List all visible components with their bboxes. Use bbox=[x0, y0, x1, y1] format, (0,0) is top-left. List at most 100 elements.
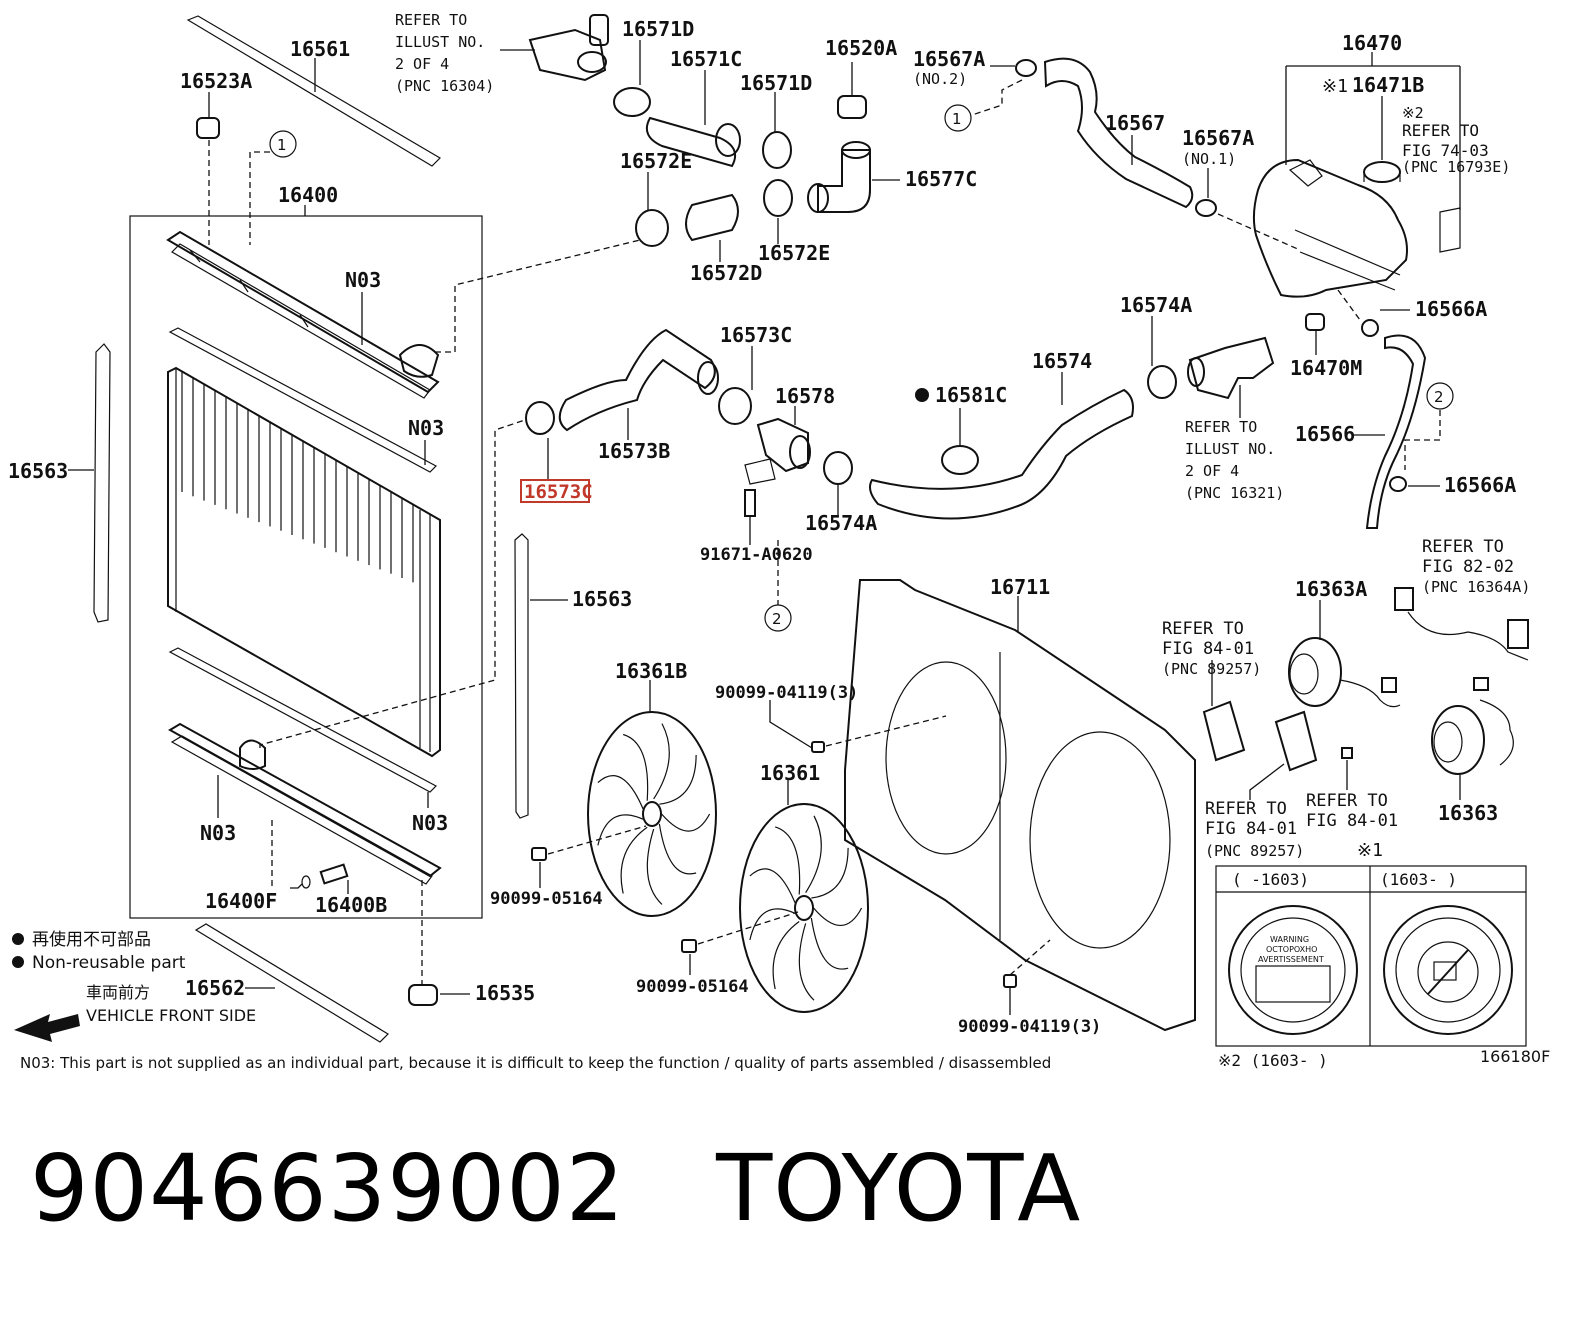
label-n03-br[interactable]: N03 bbox=[412, 811, 448, 835]
label-16572D[interactable]: 16572D bbox=[690, 261, 762, 285]
hose-16572D bbox=[685, 193, 739, 262]
radiator-assembly-box-16400 bbox=[129, 215, 483, 919]
screw-90099-04119-b bbox=[1003, 939, 1051, 1015]
label-16363[interactable]: 16363 bbox=[1438, 801, 1498, 825]
support-bar-16562 bbox=[194, 923, 389, 1043]
label-16400B[interactable]: 16400B bbox=[315, 893, 387, 917]
water-outlet-fitting bbox=[1187, 336, 1275, 418]
refer-fig84-b-line2: FIG 84-01 bbox=[1205, 819, 1297, 839]
label-90099-05164-b[interactable]: 90099-05164 bbox=[636, 977, 749, 997]
label-16573C-selected[interactable]: 16573C bbox=[524, 481, 593, 503]
fan-blade bbox=[772, 921, 800, 990]
label-16567[interactable]: 16567 bbox=[1105, 111, 1165, 135]
label-16573B[interactable]: 16573B bbox=[598, 439, 670, 463]
label-16563-left[interactable]: 16563 bbox=[8, 459, 68, 483]
label-16571C[interactable]: 16571C bbox=[670, 47, 742, 71]
label-16711[interactable]: 16711 bbox=[990, 575, 1050, 599]
fan-blade bbox=[749, 908, 796, 941]
label-16577C[interactable]: 16577C bbox=[905, 167, 977, 191]
fan-blade bbox=[811, 847, 849, 899]
label-16566[interactable]: 16566 bbox=[1295, 422, 1355, 446]
label-16561[interactable]: 16561 bbox=[290, 37, 350, 61]
refer-fig82-line3: (PNC 16364A) bbox=[1422, 578, 1530, 596]
label-16400F[interactable]: 16400F bbox=[205, 889, 277, 913]
label-16567A-a[interactable]: 16567A bbox=[913, 47, 985, 71]
wire-harness-16364A bbox=[1394, 587, 1529, 661]
svg-text:2: 2 bbox=[772, 610, 782, 628]
label-16571D-b[interactable]: 16571D bbox=[740, 71, 812, 95]
cap-16471B bbox=[1363, 96, 1401, 183]
label-16520A[interactable]: 16520A bbox=[825, 36, 897, 60]
elbow-16577C bbox=[807, 141, 900, 213]
radiator-core bbox=[167, 366, 441, 758]
label-16573C[interactable]: 16573C bbox=[720, 323, 792, 347]
cushion-16523A bbox=[196, 92, 220, 245]
refer-fig84-a-line3: (PNC 89257) bbox=[1162, 660, 1261, 678]
water-inlet-fitting bbox=[528, 14, 609, 82]
label-n03-bl[interactable]: N03 bbox=[200, 821, 236, 845]
label-16566A-a[interactable]: 16566A bbox=[1415, 297, 1487, 321]
seal-strip-upper bbox=[168, 327, 437, 473]
label-16400[interactable]: 16400 bbox=[278, 183, 338, 207]
clamp-16566A-b bbox=[1389, 476, 1440, 492]
caps-left-header: ( -1603) bbox=[1232, 870, 1309, 889]
refer-illust-a-line3: 2 OF 4 bbox=[395, 55, 449, 73]
lower-tank bbox=[168, 722, 442, 885]
label-16572E-a[interactable]: 16572E bbox=[620, 149, 692, 173]
label-16574[interactable]: 16574 bbox=[1032, 349, 1092, 373]
ref-circle-1-left: 1 bbox=[249, 130, 297, 245]
label-n03-mid[interactable]: N03 bbox=[408, 416, 444, 440]
label-16566A-b[interactable]: 16566A bbox=[1444, 473, 1516, 497]
refer-fig84-b-line3: (PNC 89257) bbox=[1205, 842, 1304, 860]
label-16470M[interactable]: 16470M bbox=[1290, 356, 1362, 380]
label-16571D-a[interactable]: 16571D bbox=[622, 17, 694, 41]
n03-note: N03: This part is not supplied as an ind… bbox=[20, 1054, 1051, 1072]
label-90099-04119-b[interactable]: 90099-04119(3) bbox=[958, 1017, 1101, 1037]
label-16578[interactable]: 16578 bbox=[775, 384, 835, 408]
refer-fig84-b-line1: REFER TO bbox=[1205, 799, 1287, 819]
label-16523A[interactable]: 16523A bbox=[180, 69, 252, 93]
label-16581C[interactable]: 16581C bbox=[935, 383, 1007, 407]
legend bbox=[12, 933, 80, 1042]
label-16470[interactable]: 16470 bbox=[1342, 31, 1402, 55]
label-16567A-b[interactable]: 16567A bbox=[1182, 126, 1254, 150]
label-16574A-a[interactable]: 16574A bbox=[805, 511, 877, 535]
grommet-16470M bbox=[1305, 313, 1325, 355]
label-16562[interactable]: 16562 bbox=[185, 976, 245, 1000]
highlight-box-16573C bbox=[520, 479, 590, 503]
fan-hub bbox=[794, 895, 814, 921]
ref-circle-1-right: 1 bbox=[944, 104, 972, 132]
fan-blade bbox=[810, 917, 849, 970]
fan-blade bbox=[775, 826, 801, 895]
label-16535[interactable]: 16535 bbox=[475, 981, 535, 1005]
refer-illust-b-line4: (PNC 16321) bbox=[1185, 484, 1284, 502]
label-n03-top[interactable]: N03 bbox=[345, 268, 381, 292]
label-16361B[interactable]: 16361B bbox=[615, 659, 687, 683]
motor-16363 bbox=[1431, 677, 1514, 800]
label-90099-05164-a[interactable]: 90099-05164 bbox=[490, 889, 603, 909]
pipe-16578 bbox=[744, 406, 811, 485]
fan-shroud-16711 bbox=[844, 579, 1196, 1032]
label-16574A-b[interactable]: 16574A bbox=[1120, 293, 1192, 317]
label-16563-mid[interactable]: 16563 bbox=[572, 587, 632, 611]
refer-illust-a-line2: ILLUST NO. bbox=[395, 33, 485, 51]
fan-blade bbox=[623, 733, 649, 801]
fan-blade bbox=[798, 923, 815, 1001]
part-number-caption: 9046639002 TOYOTA bbox=[30, 1135, 1082, 1242]
label-16363A[interactable]: 16363A bbox=[1295, 577, 1367, 601]
cap-text-warning: WARNING bbox=[1270, 935, 1309, 944]
clamp-16574A-b bbox=[1147, 316, 1177, 399]
clamp-16572E-b bbox=[763, 179, 793, 244]
label-16471B[interactable]: 16471B bbox=[1352, 73, 1424, 97]
label-91671-A0620[interactable]: 91671-A0620 bbox=[700, 545, 813, 565]
resistor-b bbox=[1249, 710, 1318, 800]
clamp-16567A-a bbox=[971, 59, 1037, 116]
label-16572E-b[interactable]: 16572E bbox=[758, 241, 830, 265]
refer-fig74-line1: REFER TO bbox=[1402, 121, 1479, 140]
clamp-16571D-b bbox=[762, 92, 792, 169]
label-90099-04119-a[interactable]: 90099-04119(3) bbox=[715, 683, 858, 703]
label-16361[interactable]: 16361 bbox=[760, 761, 820, 785]
label-no2: (NO.2) bbox=[913, 70, 967, 88]
mark-2-label: ※2 bbox=[1402, 104, 1424, 122]
motor-16363A bbox=[1288, 600, 1401, 708]
